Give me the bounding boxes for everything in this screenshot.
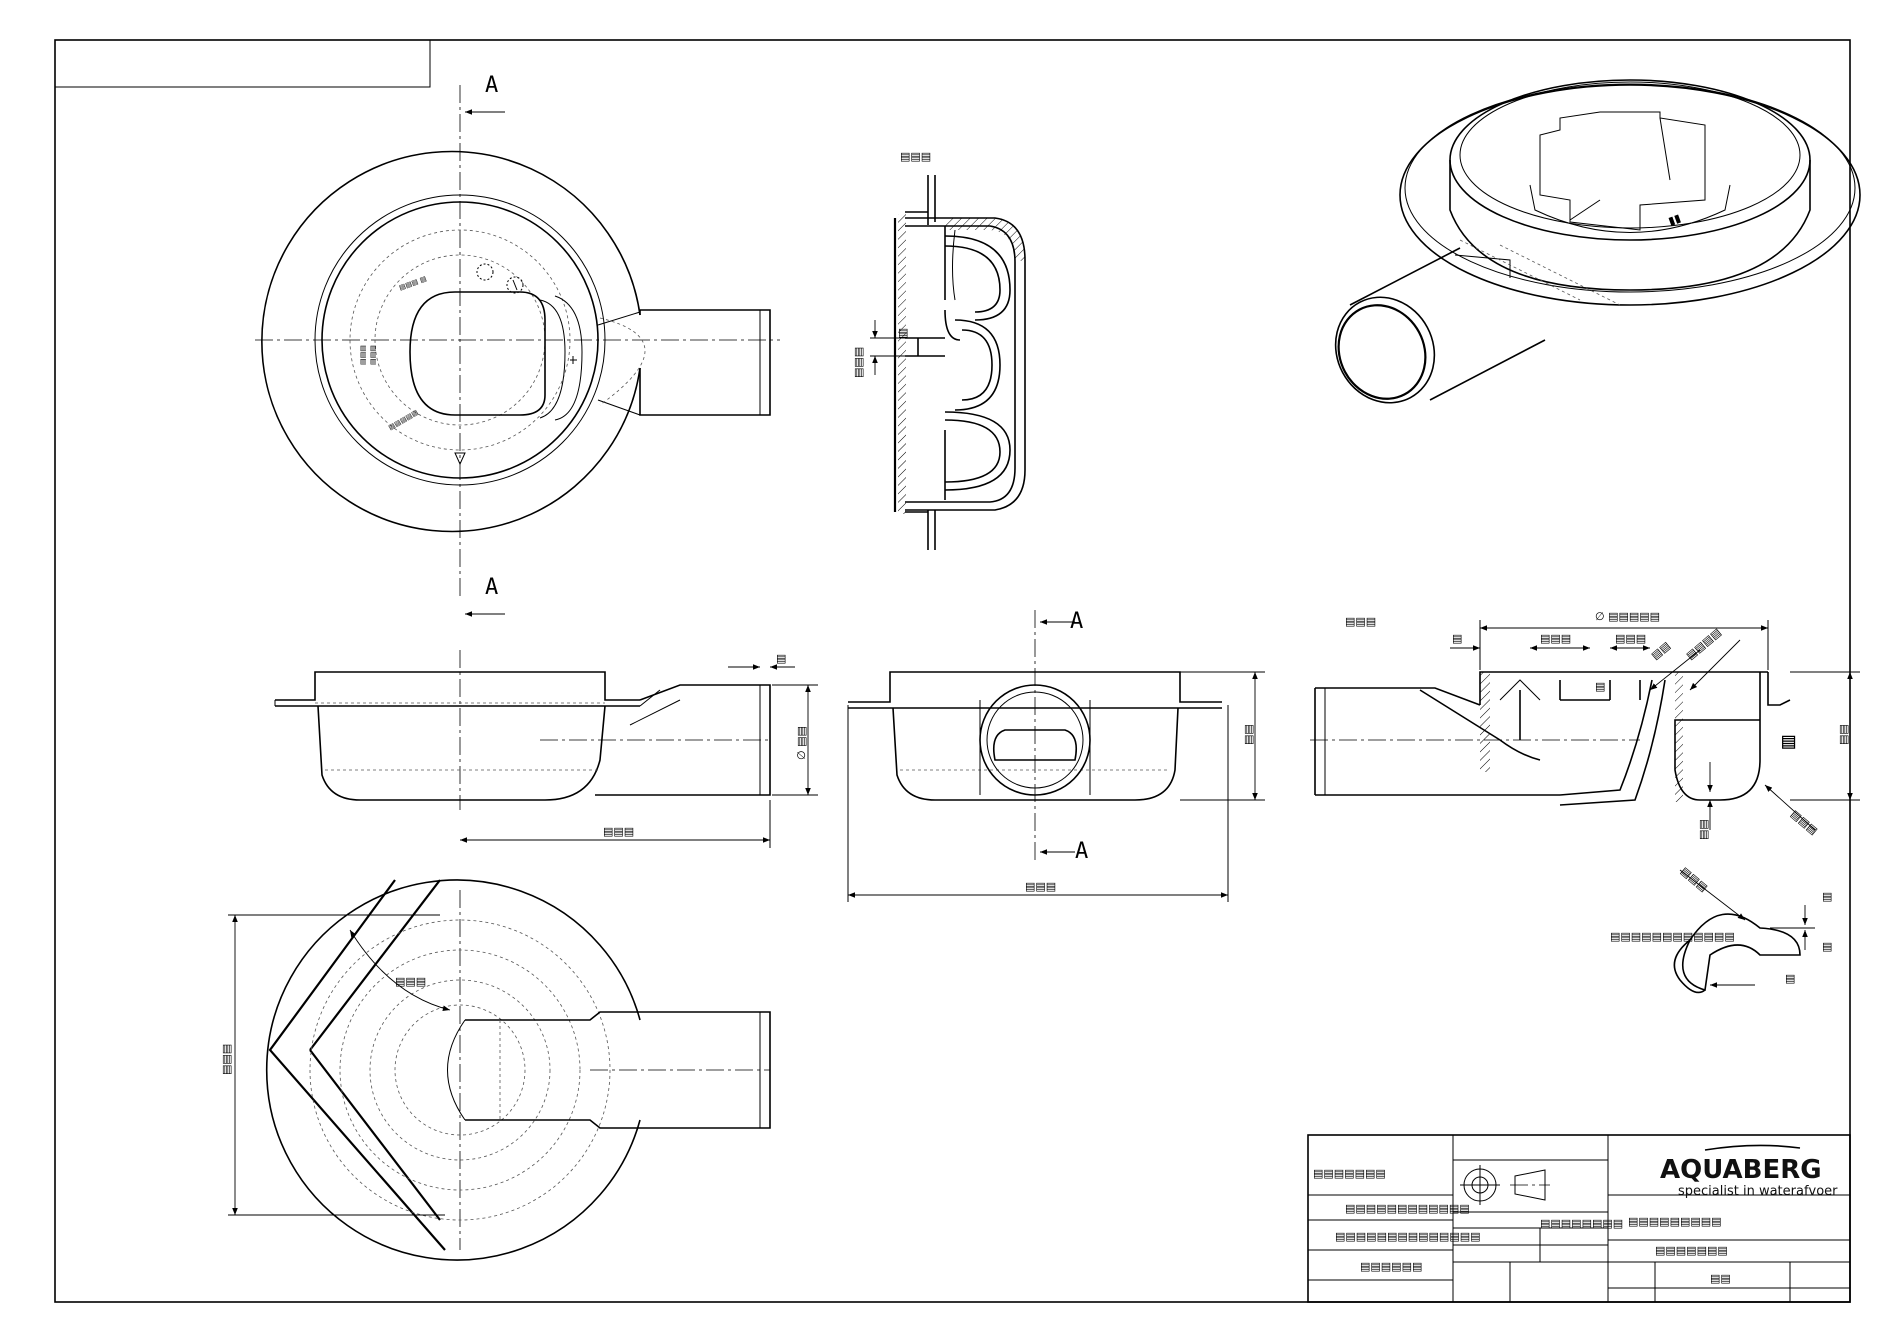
svg-text:▤: ▤ [1452,632,1462,645]
svg-text:∅ ▤▤▤▤▤: ∅ ▤▤▤▤▤ [1595,610,1660,623]
svg-text:▤▤▤: ▤▤▤ [1678,864,1710,894]
svg-text:▤▤▤: ▤▤▤ [220,1044,233,1075]
svg-text:▤▤▤▤▤▤▤▤▤: ▤▤▤▤▤▤▤▤▤ [1628,1215,1722,1228]
svg-text:▤▤: ▤▤ [1837,724,1850,745]
longitudinal-section: ▤▤▤ ∅ ▤▤▤▤▤ ▤ ▤▤▤ ▤▤▤ ▤▤ ▤ [1310,610,1860,840]
svg-text:▤: ▤ [776,652,786,665]
svg-text:▤: ▤ [1822,890,1832,903]
svg-text:▤▤▤▤: ▤▤▤▤ [1684,626,1724,663]
svg-text:▮▮: ▮▮ [1667,211,1683,227]
svg-text:▤▤▤▤▤▤▤▤▤▤▤▤: ▤▤▤▤▤▤▤▤▤▤▤▤ [1610,930,1735,943]
svg-text:▤▤▤: ▤▤▤ [900,150,931,163]
svg-text:▤: ▤ [1595,680,1605,693]
detail-view: ▤▤▤ ▤▤▤▤▤▤▤▤▤▤▤▤ ▤ ▤ ▤ [1610,864,1832,994]
svg-text:▤▤: ▤▤ [1242,724,1255,745]
svg-text:▤▤▤▤▤▤▤: ▤▤▤▤▤▤▤ [1313,1167,1386,1180]
svg-text:▤▤▤▤▤▤▤: ▤▤▤▤▤▤▤ [1655,1244,1728,1257]
svg-text:▤▤▤: ▤▤▤ [395,975,426,988]
svg-text:▤▤▤: ▤▤▤ [1025,880,1056,893]
svg-text:▤: ▤ [1785,972,1795,985]
svg-text:▤▤▤: ▤▤▤ [603,825,634,838]
svg-text:▤▤▤▤▤▤▤▤▤▤▤▤▤▤: ▤▤▤▤▤▤▤▤▤▤▤▤▤▤ [1335,1230,1481,1243]
svg-text:▤: ▤ [898,326,908,339]
svg-text:▤▤: ▤▤ [1697,819,1710,840]
top-view: ▤▤▤ ▤ ▤▤▤ ▤▤▤ ▤▤▤▤▤ A A [255,73,780,617]
section-marker-bottom: A [485,575,498,600]
brand-logo: AQUABERG specialist in waterafvoer [1660,1144,1838,1199]
svg-text:▤▤: ▤▤ [1710,1272,1731,1285]
section-marker-lower: A [1075,839,1088,864]
svg-text:▤▤▤: ▤▤▤ [1615,632,1646,645]
brand-tagline: specialist in waterafvoer [1678,1184,1838,1199]
svg-text:▤: ▤ [1822,940,1832,953]
svg-text:▤▤▤: ▤▤▤ [369,345,377,365]
front-elevation: ▤▤▤ ∅ ▤▤ ▤ [274,650,818,848]
notes-box [54,39,431,88]
svg-text:▤▤▤: ▤▤▤ [359,345,367,365]
section-marker-upper: A [1070,609,1083,634]
svg-text:▤▤▤: ▤▤▤ [852,347,865,378]
svg-text:▤▤: ▤▤ [1649,639,1673,662]
title-block: ▤▤▤▤▤▤▤ ▤▤▤▤▤▤▤▤▤▤▤▤ ▤▤▤▤▤▤▤▤▤▤▤▤▤▤ ▤▤▤▤… [1307,1134,1851,1303]
svg-text:▤: ▤ [1782,729,1796,754]
svg-text:▤▤▤: ▤▤▤ [1540,632,1571,645]
isometric-view: ▮▮ [1334,79,1861,404]
svg-text:▤▤▤▤▤▤: ▤▤▤▤▤▤ [1360,1260,1422,1273]
front-cross-view: A A ▤▤▤ ▤▤ [847,609,1265,902]
svg-text:▤▤▤▤▤: ▤▤▤▤▤ [387,408,420,431]
sheet-border [54,39,1851,1303]
svg-text:▤▤▤▤▤▤▤▤: ▤▤▤▤▤▤▤▤ [1540,1217,1623,1230]
svg-text:▤▤▤: ▤▤▤ [1345,615,1376,628]
section-marker-top: A [485,73,498,98]
svg-text:∅ ▤▤: ∅ ▤▤ [795,726,808,760]
svg-text:▤▤▤▤▤▤▤▤▤▤▤▤: ▤▤▤▤▤▤▤▤▤▤▤▤ [1345,1202,1470,1215]
svg-text:▤▤▤: ▤▤▤ [1788,807,1820,837]
bottom-view: ▤▤▤ ▤▤▤ [220,879,771,1261]
side-section-view: ▤▤▤ ▤▤▤ ▤ [852,150,1026,550]
brand-name: AQUABERG [1660,1155,1822,1185]
